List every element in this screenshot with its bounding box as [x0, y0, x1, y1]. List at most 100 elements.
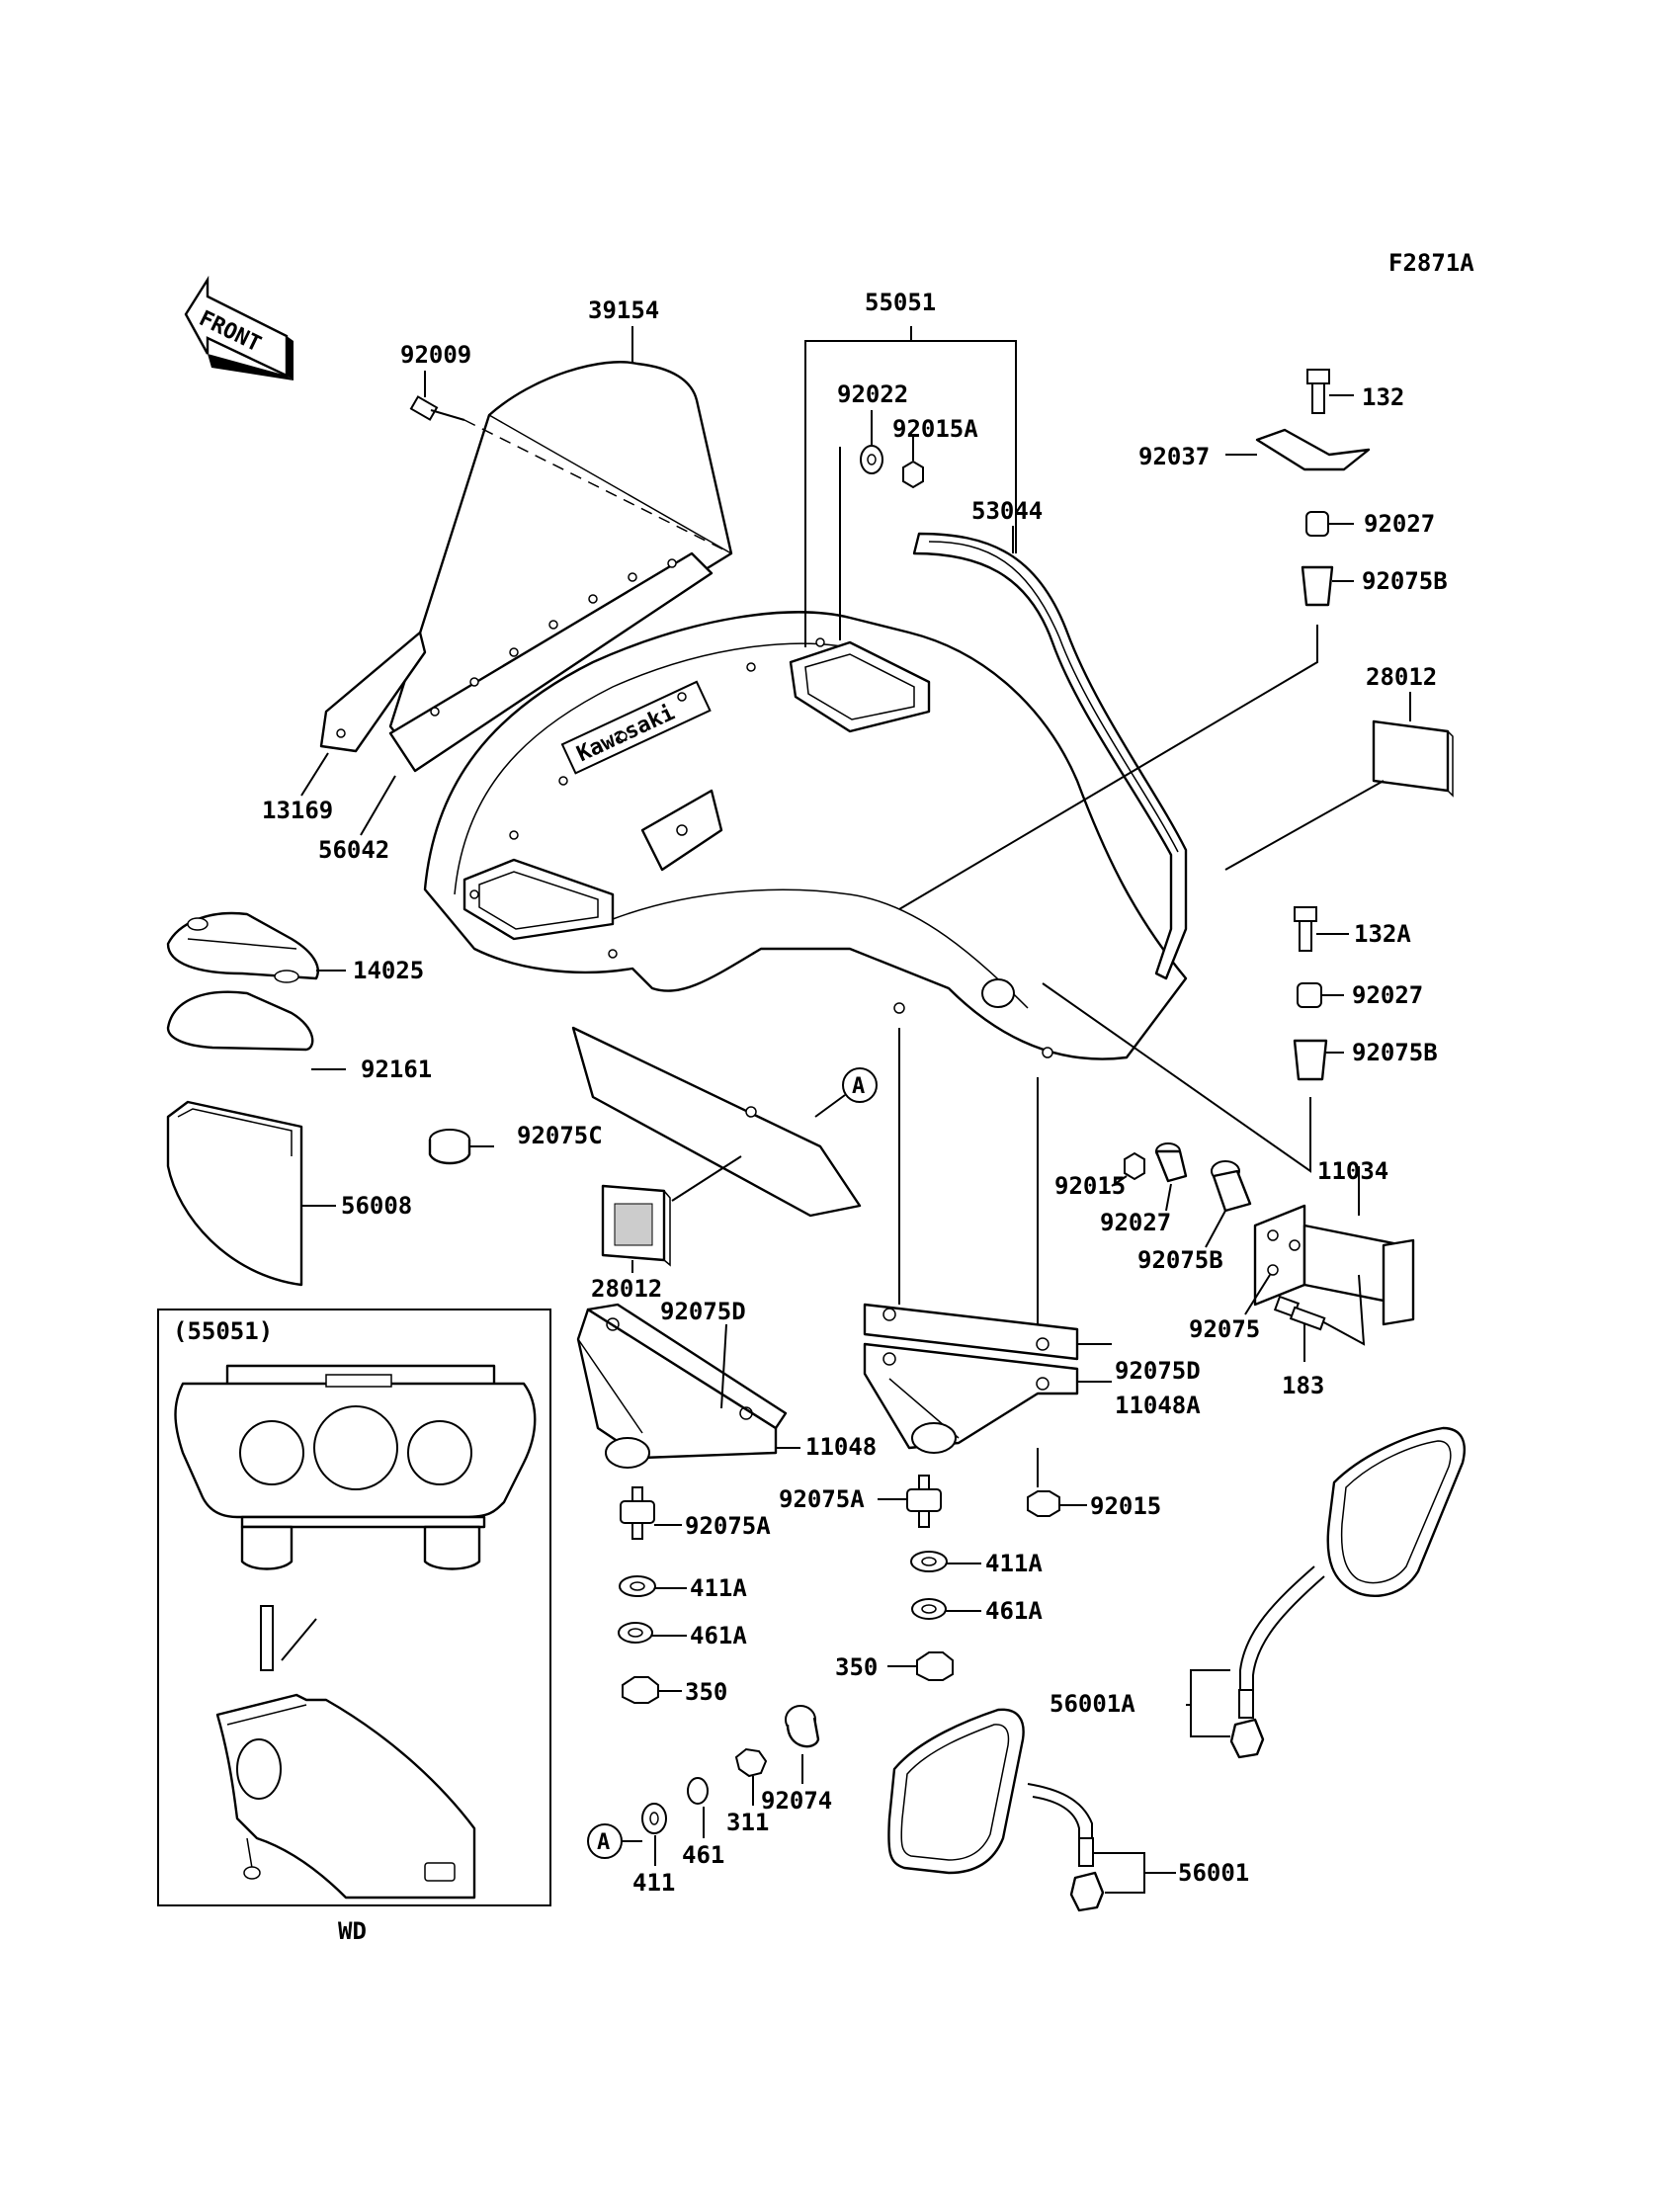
label-411Aa: 411A [690, 1574, 747, 1602]
label-461: 461 [682, 1841, 724, 1869]
callout-a-lower: A [587, 1823, 642, 1859]
bolt-183 [1273, 1295, 1326, 1362]
label-56008: 56008 [341, 1192, 412, 1220]
label-11034: 11034 [1317, 1157, 1388, 1185]
mirror-56001 [887, 1708, 1176, 1912]
grommet-92075Bc [1211, 1160, 1252, 1213]
label-92037: 92037 [1138, 443, 1210, 470]
grommet-92075Bb [1293, 1039, 1328, 1081]
lockwasher-461 [687, 1777, 709, 1838]
label-14025: 14025 [353, 957, 424, 984]
label-92161: 92161 [361, 1056, 432, 1083]
label-39154: 39154 [588, 296, 659, 324]
label-92015a: 92015 [1054, 1172, 1126, 1200]
label-92075: 92075 [1189, 1315, 1260, 1343]
front-arrow-icon: FRONT [184, 275, 294, 380]
trim-holes [430, 558, 677, 717]
clip-92037 [1255, 428, 1371, 471]
seal-53044 [912, 532, 1188, 980]
label-411Ab: 411A [985, 1550, 1043, 1577]
label-350a: 350 [685, 1678, 727, 1706]
bolt-132A [1294, 906, 1349, 952]
inset-side-view [215, 1605, 476, 1900]
stud-92075Aa [620, 1486, 682, 1540]
part-labels: 39154 55051 92009 92022 92015A 53044 132… [262, 289, 1448, 1897]
vent-cover-14025 [166, 911, 346, 983]
label-11048A: 11048A [1115, 1392, 1201, 1419]
label-350b: 350 [835, 1653, 878, 1681]
label-55051: 55051 [865, 289, 936, 316]
nut-311 [734, 1747, 768, 1806]
label-92015b: 92015 [1090, 1492, 1161, 1520]
windshield-trim-56042 [388, 551, 714, 773]
bushing-92074 [785, 1705, 820, 1784]
label-92027c: 92027 [1100, 1209, 1171, 1236]
grommet-92075Ba [1301, 565, 1334, 607]
pad-92075Db [863, 1303, 1079, 1361]
callout-a-upper: A [814, 1067, 878, 1118]
label-92075Ba: 92075B [1362, 567, 1448, 595]
label-92027b: 92027 [1352, 981, 1423, 1009]
label-92015A: 92015A [892, 415, 978, 443]
inset-frame [157, 1309, 551, 1906]
bracket-11034 [1253, 1166, 1415, 1346]
svg-text:A: A [852, 1074, 865, 1099]
svg-text:A: A [597, 1830, 610, 1855]
label-92075Aa: 92075A [685, 1512, 771, 1540]
nut-350a [622, 1676, 682, 1704]
label-92022: 92022 [837, 380, 908, 408]
plate-28012a [1224, 692, 1454, 871]
bracket-13169 [319, 631, 427, 753]
inset-caption: WD [338, 1917, 367, 1945]
figure-code: F2871A [1388, 249, 1474, 277]
bolt-132 [1306, 369, 1354, 414]
label-92075Ab: 92075A [779, 1485, 865, 1513]
nut-92015b [1027, 1490, 1087, 1517]
label-28012b: 28012 [591, 1275, 662, 1303]
lockwasher-461Aa [618, 1622, 687, 1644]
label-311: 311 [726, 1809, 769, 1836]
label-132: 132 [1362, 383, 1404, 411]
collar-92027c [1154, 1142, 1188, 1183]
label-53044: 53044 [971, 497, 1043, 525]
label-461Ab: 461A [985, 1597, 1043, 1625]
bolt-92009 [409, 395, 732, 554]
duct-56008 [166, 1100, 336, 1287]
nut-92015a [1124, 1151, 1145, 1181]
label-11048: 11048 [805, 1433, 877, 1461]
label-28012a: 28012 [1366, 663, 1437, 691]
label-183: 183 [1282, 1372, 1324, 1399]
washer-411Ab [910, 1551, 981, 1572]
label-92075Bc: 92075B [1137, 1246, 1223, 1274]
nut-350b [887, 1651, 954, 1681]
label-56042: 56042 [318, 836, 389, 864]
mirror-56001A [1186, 1426, 1466, 1759]
inset-front-view [174, 1364, 537, 1570]
windshield [388, 361, 733, 753]
label-92075C: 92075C [517, 1122, 603, 1149]
label-56001: 56001 [1178, 1859, 1249, 1887]
label-92075Db: 92075D [1115, 1357, 1201, 1385]
washer-411 [641, 1803, 667, 1866]
grommet-92075C [428, 1129, 494, 1165]
label-92027a: 92027 [1364, 510, 1435, 538]
label-132A: 132A [1354, 920, 1411, 948]
lockwasher-461Ab [911, 1598, 981, 1620]
label-56001A: 56001A [1050, 1690, 1135, 1718]
washer-411Aa [619, 1575, 687, 1597]
plate-28012b [601, 1155, 742, 1267]
collar-92027b [1297, 982, 1322, 1008]
collar-92027a [1305, 511, 1329, 537]
filter-92161 [166, 990, 346, 1070]
cowling-body: Kawasaki [423, 611, 1188, 1218]
stud-92075Ab [878, 1475, 942, 1528]
label-411: 411 [632, 1869, 675, 1897]
label-13169: 13169 [262, 797, 333, 824]
label-92075Bb: 92075B [1352, 1039, 1438, 1066]
label-92009: 92009 [400, 341, 471, 369]
nut-92015A [902, 460, 924, 489]
inset-title: (55051) [173, 1317, 273, 1345]
label-461Aa: 461A [690, 1622, 747, 1649]
bracket-11048A [863, 1342, 1079, 1454]
